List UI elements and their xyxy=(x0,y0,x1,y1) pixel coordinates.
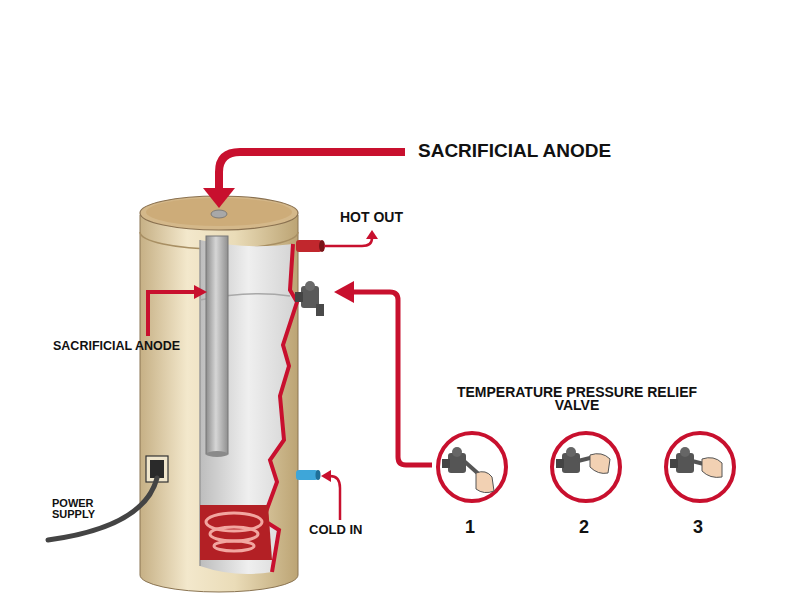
valve-step-circle xyxy=(666,433,734,501)
tank-body xyxy=(140,215,298,592)
heating-element xyxy=(214,541,254,551)
part-label: SACRIFICIAL ANODE xyxy=(418,141,611,162)
valve-step-circle xyxy=(438,433,506,501)
valve-step-circle xyxy=(442,459,450,468)
part-label: TEMPERATURE PRESSURE RELIEF VALVE xyxy=(442,386,712,413)
power-outlet xyxy=(48,456,168,540)
part-label: COLD IN xyxy=(309,523,362,537)
part-label: SACRIFICIAL ANODE xyxy=(53,340,180,354)
callout-arrows xyxy=(324,238,372,246)
valve-step-circle xyxy=(566,447,576,457)
power-outlet xyxy=(48,478,157,540)
part-label: POWER SUPPLY xyxy=(52,498,108,520)
anode-rod xyxy=(206,451,228,457)
valve-step-circle xyxy=(552,433,620,501)
valve-step-circle xyxy=(438,433,506,501)
valve-step-circle xyxy=(476,472,494,493)
callout-arrows xyxy=(194,285,207,299)
valve-step-circle xyxy=(702,458,722,478)
valve-step-circle xyxy=(670,459,678,468)
hot-out-pipe xyxy=(296,240,325,252)
valve-step-circle xyxy=(452,447,462,457)
callout-arrows xyxy=(203,188,235,208)
cold-in-pipe xyxy=(296,470,318,480)
callout-arrows xyxy=(330,476,340,520)
callout-arrows xyxy=(321,470,331,482)
power-outlet xyxy=(150,460,164,478)
valve-step-circle xyxy=(552,433,620,501)
relief-valve xyxy=(295,292,303,302)
callout-arrows xyxy=(352,292,432,465)
relief-valve xyxy=(295,281,324,316)
hot-out-pipe xyxy=(296,240,322,252)
valve-step-circle xyxy=(556,459,564,468)
relief-valve xyxy=(316,304,324,316)
heating-element xyxy=(210,527,258,541)
tank-body xyxy=(140,215,298,592)
relief-valve xyxy=(305,281,315,291)
anode-rod xyxy=(206,236,228,457)
anode-rod xyxy=(206,236,228,454)
callout-number: 3 xyxy=(686,518,710,538)
part-label: HOT OUT xyxy=(340,210,403,225)
callout-arrows xyxy=(219,152,405,190)
tank-lid xyxy=(211,210,227,218)
callout-arrows xyxy=(366,230,378,239)
heating-element xyxy=(200,505,272,560)
callout-arrows xyxy=(334,281,354,303)
valve-step-circle xyxy=(590,454,610,474)
callout-number: 1 xyxy=(458,518,482,538)
cold-in-pipe xyxy=(296,470,321,480)
callout-arrows xyxy=(148,152,432,520)
cold-in-pipe xyxy=(316,470,321,480)
valve-step-circle xyxy=(666,433,734,501)
callout-number: 2 xyxy=(572,518,596,538)
callout-arrows xyxy=(148,292,196,336)
heating-element xyxy=(200,505,272,560)
valve-step-circle xyxy=(680,447,690,457)
